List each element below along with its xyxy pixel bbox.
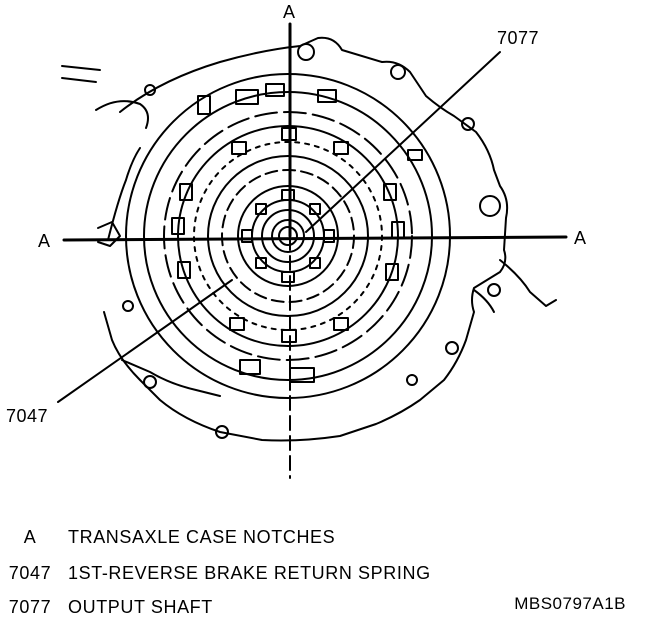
callout-a-right: A bbox=[574, 228, 587, 248]
case-right-extension bbox=[499, 259, 557, 307]
case-bottom-left bbox=[121, 359, 221, 397]
callout-a-top: A bbox=[283, 2, 296, 22]
case-left-arm bbox=[95, 100, 149, 129]
legend-key: A bbox=[23, 527, 37, 547]
callout-return-spring: 7047 bbox=[6, 406, 49, 426]
transaxle-drawing bbox=[57, 22, 568, 479]
legend-text: 1ST-REVERSE BRAKE RETURN SPRING bbox=[68, 563, 431, 583]
legend-item-return-spring: 7047 1ST-REVERSE BRAKE RETURN SPRING bbox=[0, 563, 656, 587]
legend-item-notches: A TRANSAXLE CASE NOTCHES bbox=[0, 527, 656, 551]
case-left-flange bbox=[107, 147, 141, 241]
legend-item-output-shaft: 7077 OUTPUT SHAFT bbox=[0, 597, 480, 621]
legend-key: 7047 bbox=[8, 563, 52, 583]
legend-key: 7077 bbox=[8, 597, 52, 617]
case-left-slot bbox=[61, 65, 101, 83]
case-right-edge bbox=[473, 289, 495, 313]
figure-id: MBS0797A1B bbox=[514, 594, 626, 613]
legend-text: OUTPUT SHAFT bbox=[68, 597, 213, 617]
legend-text: TRANSAXLE CASE NOTCHES bbox=[68, 527, 336, 547]
case-left-tab bbox=[97, 221, 121, 247]
callout-output-shaft: 7077 bbox=[497, 28, 540, 48]
transaxle-diagram: A A A 7077 7047 bbox=[6, 2, 587, 479]
case-outline bbox=[103, 36, 509, 442]
callout-a-left: A bbox=[38, 231, 51, 251]
